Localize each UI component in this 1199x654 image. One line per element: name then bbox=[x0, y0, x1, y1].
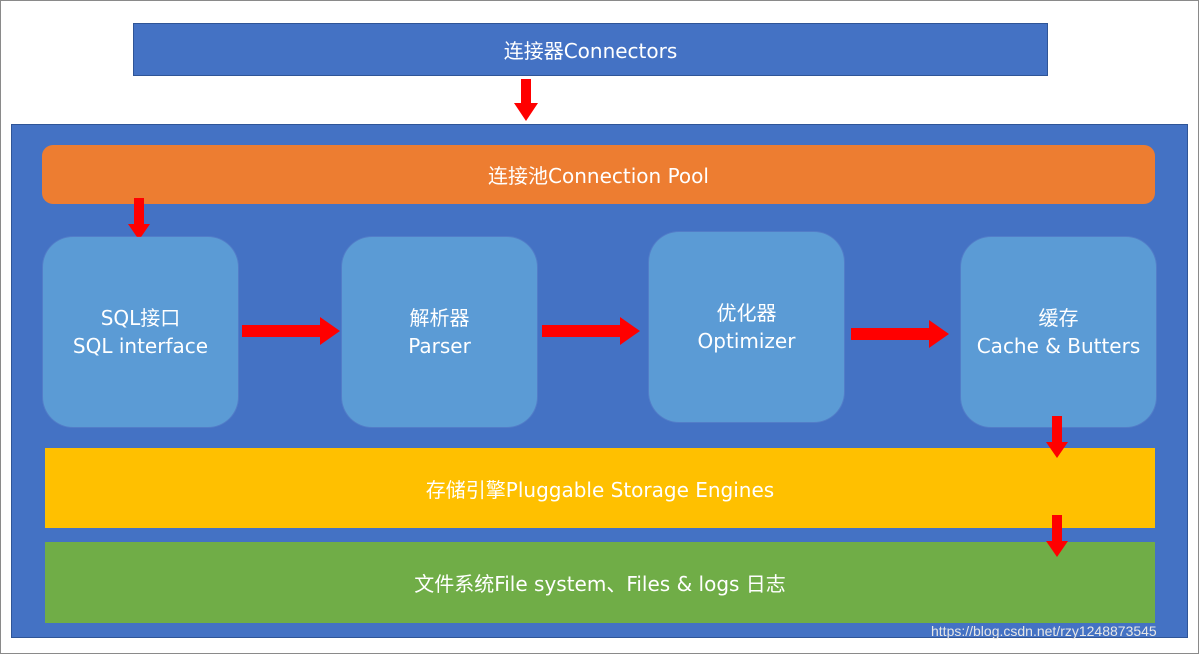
arrow-optimizer-to-cache bbox=[851, 320, 949, 348]
arrow-parser-to-optimizer bbox=[542, 317, 640, 345]
connection-pool-box: 连接池Connection Pool bbox=[42, 145, 1155, 204]
watermark-url: https://blog.csdn.net/rzy1248873545 bbox=[931, 623, 1157, 639]
connectors-box: 连接器Connectors bbox=[133, 23, 1048, 76]
sql-interface-module: SQL接口 SQL interface bbox=[43, 237, 238, 427]
storage-engines-box: 存储引擎Pluggable Storage Engines bbox=[45, 448, 1155, 528]
filesystem-label: 文件系统File system、Files & logs 日志 bbox=[414, 572, 786, 596]
optimizer-module: 优化器 Optimizer bbox=[649, 232, 844, 422]
connection-pool-label: 连接池Connection Pool bbox=[488, 164, 709, 188]
cache-label-en: Cache & Butters bbox=[976, 334, 1141, 358]
arrow-pool-down bbox=[128, 198, 150, 240]
arrow-connectors-down bbox=[514, 79, 538, 121]
sql-interface-label-cn: SQL接口 bbox=[100, 306, 181, 330]
cache-module: 缓存 Cache & Butters bbox=[961, 237, 1156, 427]
storage-engines-label: 存储引擎Pluggable Storage Engines bbox=[425, 477, 775, 502]
optimizer-label-cn: 优化器 bbox=[716, 301, 777, 325]
parser-module: 解析器 Parser bbox=[342, 237, 537, 427]
parser-label-cn: 解析器 bbox=[409, 306, 470, 330]
arrow-sql-to-parser bbox=[242, 317, 340, 345]
cache-label-cn: 缓存 bbox=[1038, 306, 1079, 330]
optimizer-label-en: Optimizer bbox=[697, 329, 796, 353]
connectors-label: 连接器Connectors bbox=[503, 39, 678, 63]
sql-interface-label-en: SQL interface bbox=[72, 334, 209, 358]
filesystem-box: 文件系统File system、Files & logs 日志 bbox=[45, 542, 1155, 623]
arrow-storage-to-filesystem bbox=[1046, 515, 1068, 557]
parser-label-en: Parser bbox=[408, 334, 471, 358]
arrow-cache-to-storage bbox=[1046, 416, 1068, 458]
